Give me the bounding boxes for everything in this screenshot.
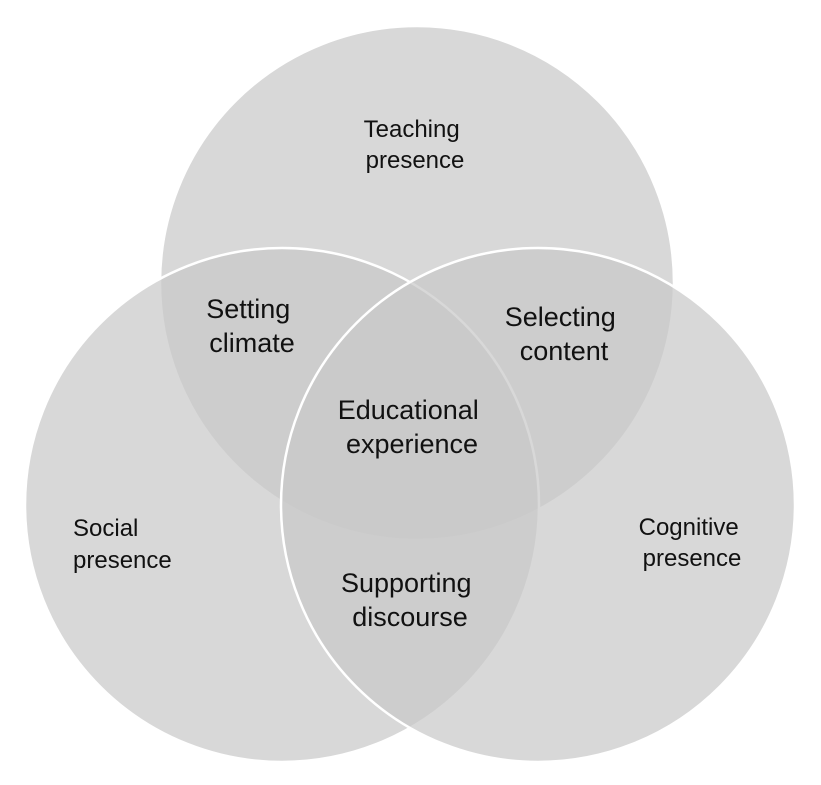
teaching-presence-label-line2: presence: [366, 147, 465, 174]
supporting-discourse-label-line1: Supporting: [341, 568, 472, 598]
setting-climate-label-line1: Setting: [206, 294, 290, 324]
educational-experience-label: Educational experience: [338, 395, 487, 459]
educational-experience-label-line2: experience: [346, 429, 478, 459]
selecting-content-label-line1: Selecting: [505, 302, 616, 332]
social-presence-label: Social presence: [73, 515, 172, 574]
cognitive-presence-circle: [279, 246, 797, 764]
cognitive-presence-label-line2: presence: [643, 545, 742, 572]
cognitive-presence-label-line1: Cognitive: [639, 514, 739, 541]
setting-climate-label-line2: climate: [209, 328, 295, 358]
social-presence-label-line1: Social: [73, 515, 138, 542]
supporting-discourse-label-line2: discourse: [352, 602, 468, 632]
selecting-content-label: Selecting content: [505, 302, 624, 366]
educational-experience-label-line1: Educational: [338, 395, 479, 425]
teaching-presence-label-line1: Teaching: [364, 116, 460, 143]
setting-climate-label: Setting climate: [206, 294, 298, 358]
social-presence-label-line2: presence: [73, 547, 172, 574]
supporting-discourse-label: Supporting discourse: [341, 568, 479, 632]
selecting-content-label-line2: content: [520, 336, 609, 366]
teaching-presence-label: Teaching presence: [364, 116, 467, 174]
cognitive-presence-label: Cognitive presence: [639, 514, 746, 572]
